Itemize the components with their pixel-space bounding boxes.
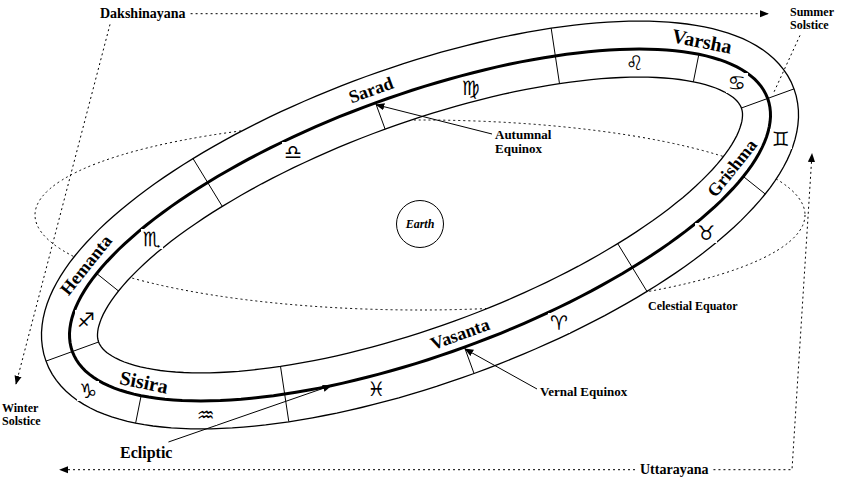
region-title: Uttarayana <box>640 462 708 477</box>
dakshinayana-arrow <box>191 13 768 14</box>
uttarayana-arrow <box>60 469 635 470</box>
equinox-leader <box>465 349 537 389</box>
season-divider <box>618 244 647 292</box>
equator-label: Celestial Equator <box>648 300 738 313</box>
solstice-label: Winter Solstice <box>2 402 56 428</box>
equinox-leader <box>376 105 492 134</box>
band-edge <box>42 21 799 429</box>
zodiac-sign: ♒ <box>195 405 217 425</box>
sign-divider <box>693 54 698 81</box>
sign-divider <box>97 274 119 291</box>
ecliptic-line <box>70 49 771 401</box>
season-divider <box>193 159 222 207</box>
sign-divider <box>136 396 141 423</box>
ecliptic-leader <box>168 386 331 442</box>
solstice-label: Summer Solstice <box>790 6 840 32</box>
zodiac-sign: ♏ <box>141 229 163 249</box>
band-edge <box>98 77 743 373</box>
node-text: Earth <box>406 217 435 232</box>
zodiac-sign: ♋ <box>726 73 748 93</box>
ecliptic-band <box>42 21 799 429</box>
zodiac-sign: ♌ <box>624 53 646 73</box>
earth-circle: Earth <box>396 200 444 248</box>
ecliptic-label: Ecliptic <box>120 444 172 462</box>
season-divider <box>741 89 794 108</box>
zodiac-sign: ♍ <box>460 78 482 98</box>
zodiac-sign: ♈ <box>548 313 570 333</box>
zodiac-sign: ♊ <box>770 129 792 149</box>
sign-divider <box>743 176 765 193</box>
season-divider <box>281 366 289 421</box>
zodiac-sign: ♓ <box>366 379 388 399</box>
zodiac-sign: ♉ <box>695 223 717 243</box>
equinox-label: Vernal Equinox <box>540 385 627 399</box>
region-title: Dakshinayana <box>100 6 186 21</box>
dakshinayana-arrow <box>16 24 110 384</box>
zodiac-sign: ♎ <box>282 142 304 162</box>
season-divider <box>46 342 99 361</box>
season-divider <box>551 28 559 83</box>
solstice-leader <box>774 35 800 92</box>
zodiac-sign: ♑ <box>77 381 99 401</box>
equinox-label: Autumnal Equinox <box>495 128 567 157</box>
zodiac-sign: ♐ <box>75 310 97 330</box>
